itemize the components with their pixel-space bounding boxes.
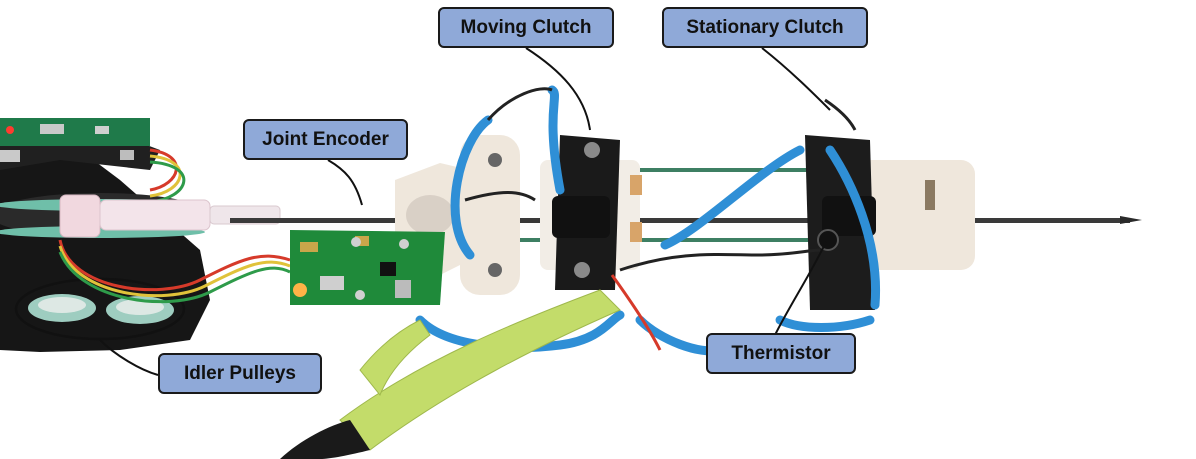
- callout-thermistor: Thermistor: [706, 333, 856, 374]
- encoder-pcb: [290, 230, 445, 305]
- moving-clutch: [460, 135, 642, 295]
- dark-cables: [464, 87, 857, 351]
- stationary-clutch: [805, 135, 975, 310]
- signal-wires: [58, 148, 291, 304]
- taped-harness: [280, 289, 621, 459]
- motor-housing: [0, 118, 210, 352]
- callout-stationary-clutch: Stationary Clutch: [662, 7, 868, 48]
- callout-idler-pulleys: Idler Pulleys: [158, 353, 322, 394]
- callout-leader-lines: [99, 47, 831, 376]
- callout-moving-clutch: Moving Clutch: [438, 7, 614, 48]
- idler-pulleys: [14, 277, 186, 341]
- callout-joint-encoder: Joint Encoder: [243, 119, 408, 160]
